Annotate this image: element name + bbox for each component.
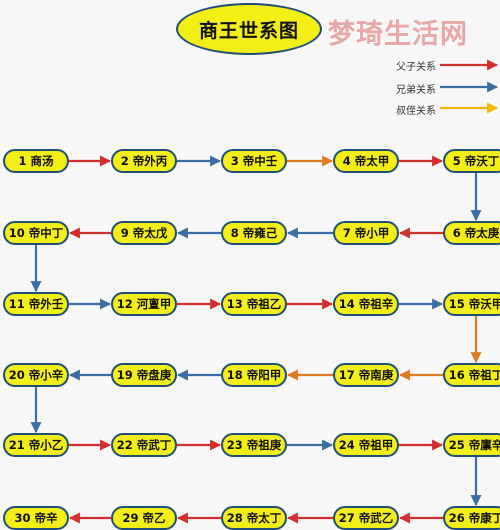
king-node-11: 11 帝外壬 [3, 292, 69, 316]
king-node-23: 23 帝祖庚 [221, 433, 287, 457]
king-node-12: 12 河亶甲 [111, 292, 177, 316]
arrow-group [30, 155, 482, 524]
king-node-13: 13 帝祖乙 [221, 292, 287, 316]
king-node-22: 22 帝武丁 [111, 433, 177, 457]
king-node-15: 15 帝沃甲 [443, 292, 500, 316]
king-node-18: 18 帝阳甲 [221, 363, 287, 387]
king-node-3: 3 帝中壬 [221, 149, 287, 173]
king-node-16: 16 帝祖丁 [443, 363, 500, 387]
king-node-24: 24 帝祖甲 [333, 433, 399, 457]
king-node-27: 27 帝武乙 [333, 506, 399, 530]
watermark-logo: 梦琦生活网 [328, 19, 468, 50]
legend-father-son: 父子关系 [396, 62, 436, 73]
legend-uncle-nephew: 叔侄关系 [396, 106, 436, 117]
king-node-10: 10 帝中丁 [3, 221, 69, 245]
king-node-20: 20 帝小辛 [3, 363, 69, 387]
king-node-7: 7 帝小甲 [333, 221, 399, 245]
king-node-14: 14 帝祖辛 [333, 292, 399, 316]
king-node-6: 6 帝太庚 [443, 221, 500, 245]
king-node-5: 5 帝沃丁 [443, 149, 500, 173]
king-node-26: 26 帝康丁 [443, 506, 500, 530]
diagram-title: 商王世系图 [176, 3, 322, 55]
king-node-30: 30 帝辛 [3, 506, 69, 530]
legend-brothers: 兄弟关系 [396, 85, 436, 96]
king-node-25: 25 帝廪辛 [443, 433, 500, 457]
king-node-4: 4 帝太甲 [333, 149, 399, 173]
king-node-19: 19 帝盘庚 [111, 363, 177, 387]
king-node-29: 29 帝乙 [111, 506, 177, 530]
king-node-1: 1 商汤 [3, 149, 69, 173]
king-node-9: 9 帝太戊 [111, 221, 177, 245]
legend-lines [440, 59, 499, 114]
king-node-17: 17 帝南庚 [333, 363, 399, 387]
king-node-2: 2 帝外丙 [111, 149, 177, 173]
king-node-21: 21 帝小乙 [3, 433, 69, 457]
king-node-28: 28 帝太丁 [221, 506, 287, 530]
king-node-8: 8 帝雍己 [221, 221, 287, 245]
